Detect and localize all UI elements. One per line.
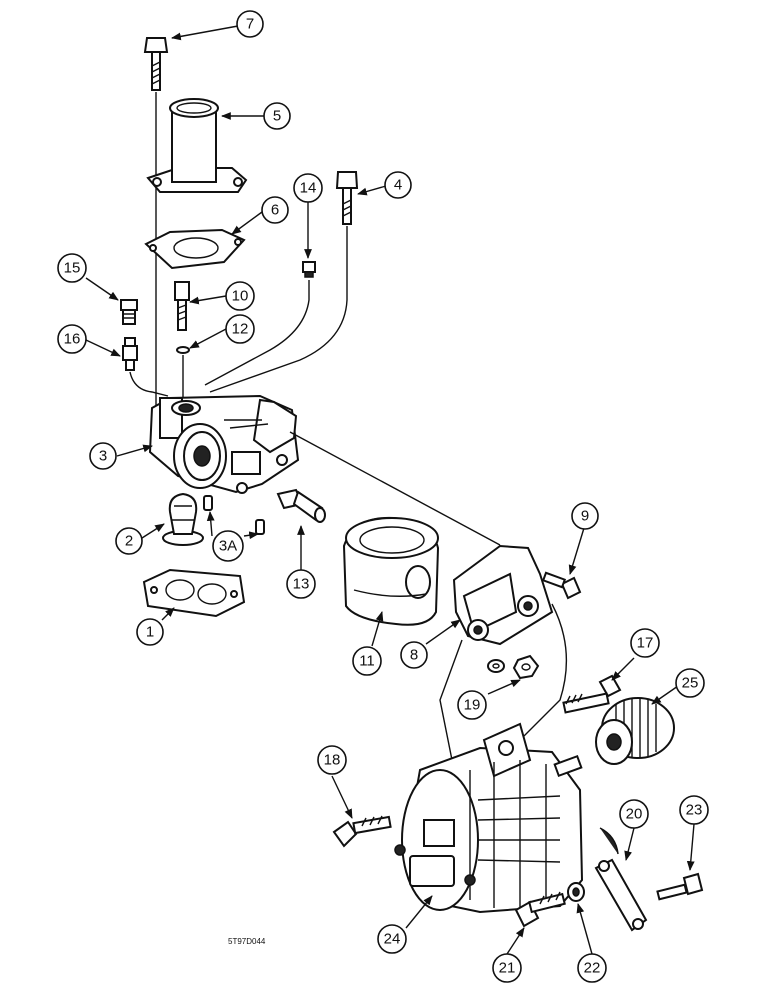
svg-text:16: 16	[64, 331, 81, 348]
gasket-1	[142, 568, 246, 618]
bolt-23	[656, 872, 704, 901]
callout-17: 17	[630, 628, 660, 658]
svg-text:3A: 3A	[219, 538, 237, 555]
svg-text:25: 25	[682, 675, 699, 692]
svg-text:9: 9	[581, 508, 589, 525]
callout-10: 10	[225, 281, 255, 311]
bolt-7	[143, 37, 169, 91]
svg-text:23: 23	[686, 802, 703, 819]
plug-15	[120, 299, 138, 325]
filter-11	[342, 516, 440, 626]
svg-text:15: 15	[64, 260, 81, 277]
callout-9: 9	[571, 502, 599, 530]
callout-6: 6	[261, 196, 289, 224]
svg-text:2: 2	[125, 533, 133, 550]
link-20	[594, 858, 648, 932]
callout-4: 4	[384, 171, 412, 199]
svg-text:22: 22	[584, 960, 601, 977]
callout-20: 20	[619, 799, 649, 829]
bolt-18	[332, 815, 392, 848]
callout-22: 22	[577, 953, 607, 983]
callout-14: 14	[293, 173, 323, 203]
svg-text:24: 24	[384, 931, 401, 948]
callout-3: 3	[89, 442, 117, 470]
callout-13: 13	[286, 569, 316, 599]
callout-11: 11	[352, 646, 382, 676]
callout-2: 2	[115, 527, 143, 555]
thermostat-2	[162, 492, 204, 546]
fitting-13	[276, 488, 326, 523]
callout-3a: 3A	[212, 530, 244, 562]
callout-18: 18	[317, 745, 347, 775]
o-ring-12	[176, 346, 190, 354]
svg-text:14: 14	[300, 180, 317, 197]
callout-16: 16	[57, 324, 87, 354]
svg-text:18: 18	[324, 752, 341, 769]
sender-16	[122, 337, 138, 371]
svg-text:19: 19	[464, 697, 481, 714]
callout-15: 15	[57, 253, 87, 283]
leader-lines	[85, 25, 695, 955]
dowel-pin-3a-lower	[255, 519, 265, 535]
callout-23: 23	[679, 795, 709, 825]
svg-text:6: 6	[271, 202, 279, 219]
callout-12: 12	[225, 314, 255, 344]
svg-text:13: 13	[293, 576, 310, 593]
callout-21: 21	[492, 953, 522, 983]
svg-text:3: 3	[99, 448, 107, 465]
gasket-6	[144, 228, 246, 270]
svg-text:11: 11	[359, 653, 375, 670]
thermostat-housing-3	[148, 394, 300, 494]
bolt-9	[541, 571, 582, 600]
svg-text:17: 17	[637, 635, 654, 652]
bolt-21	[514, 891, 566, 928]
callout-1: 1	[136, 618, 164, 646]
plug-14	[302, 261, 316, 278]
callout-25: 25	[675, 668, 705, 698]
callout-7: 7	[236, 10, 264, 38]
callout-5: 5	[263, 102, 291, 130]
figure-code: 5T97D044	[228, 937, 266, 946]
svg-text:12: 12	[232, 321, 249, 338]
bolt-17	[562, 674, 622, 714]
alternator-24	[394, 722, 619, 914]
sender-10	[174, 281, 190, 331]
svg-text:10: 10	[232, 288, 249, 305]
svg-text:5: 5	[273, 108, 281, 125]
bracket-8	[452, 544, 554, 646]
dowel-pin-3a-upper	[203, 495, 213, 511]
svg-text:7: 7	[246, 16, 254, 33]
bolt-4	[335, 171, 359, 225]
svg-text:1: 1	[146, 624, 154, 641]
callout-24: 24	[377, 924, 407, 954]
svg-text:20: 20	[626, 806, 643, 823]
svg-text:21: 21	[499, 960, 516, 977]
callout-8: 8	[400, 641, 428, 669]
washer-22	[567, 882, 585, 902]
svg-text:8: 8	[410, 647, 418, 664]
svg-text:4: 4	[394, 177, 402, 194]
nut-washer-19	[487, 654, 540, 680]
outlet-elbow-5	[146, 98, 248, 193]
callout-19: 19	[457, 690, 487, 720]
pulley-25	[595, 697, 675, 765]
